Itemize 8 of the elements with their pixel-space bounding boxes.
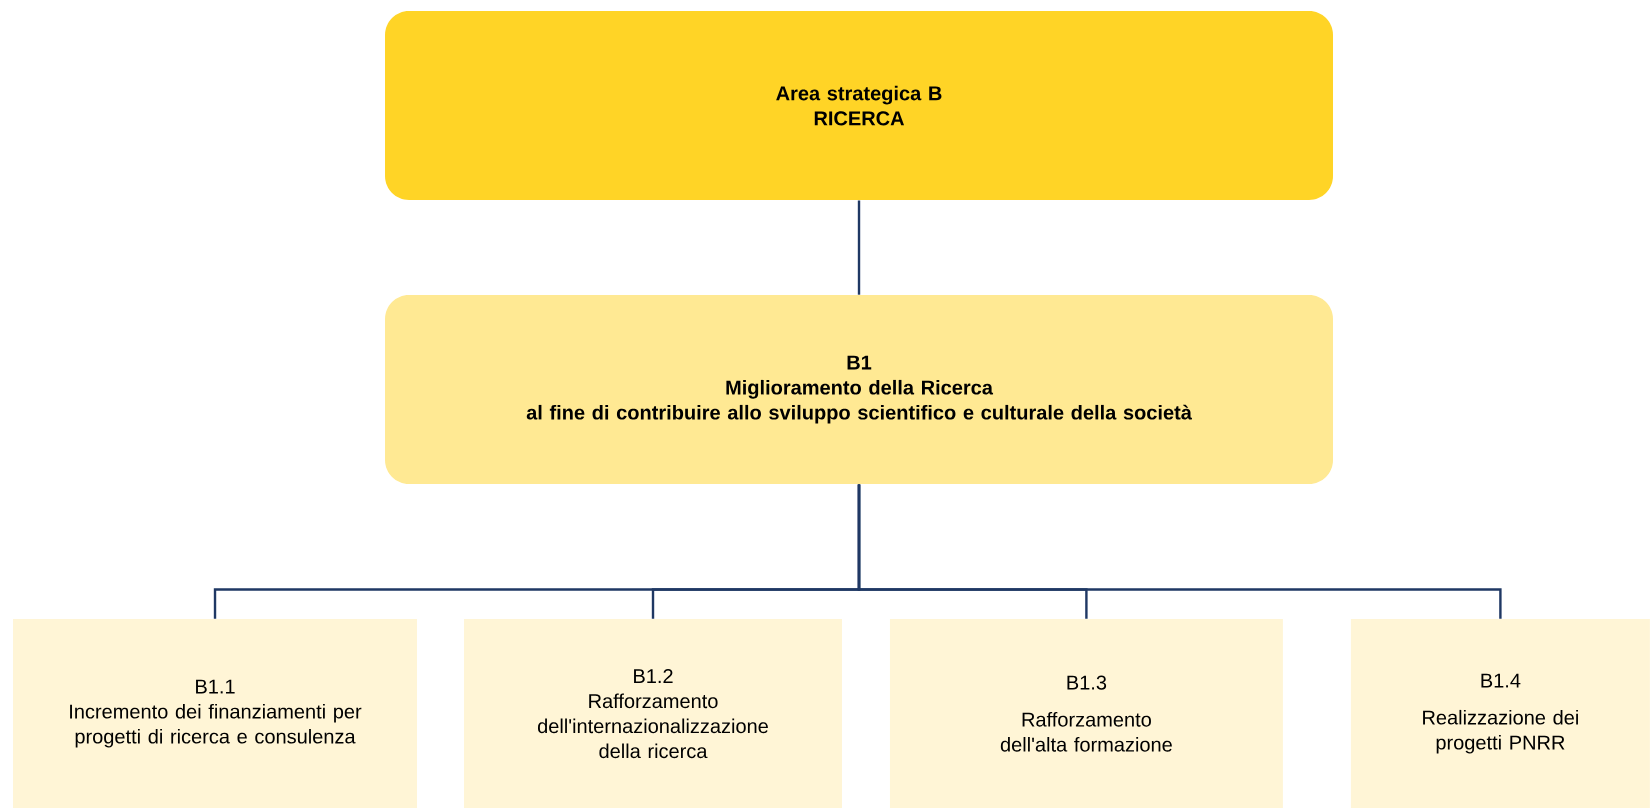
sub-objective-box: B1.4 Realizzazione dei progetti PNRR	[1350, 619, 1650, 808]
objective-box: B1 Miglioramento della Ricerca al fine di contribuire allo sviluppo scientifico e culturale della società	[385, 295, 1333, 485]
connector-line	[857, 200, 861, 295]
sub-objective-box: B1.2 Rafforzamento dell'internazionalizzazione della ricerca	[464, 619, 842, 808]
objective-box: Area strategica B RICERCA	[385, 11, 1333, 201]
sub-objective-box: B1.1 Incremento dei finanziamenti per progetti di ricerca e consulenza	[13, 619, 417, 808]
connector-line	[857, 484, 1502, 619]
sub-objective-box: B1.3 Rafforzamento dell'alta formazione	[889, 619, 1283, 808]
